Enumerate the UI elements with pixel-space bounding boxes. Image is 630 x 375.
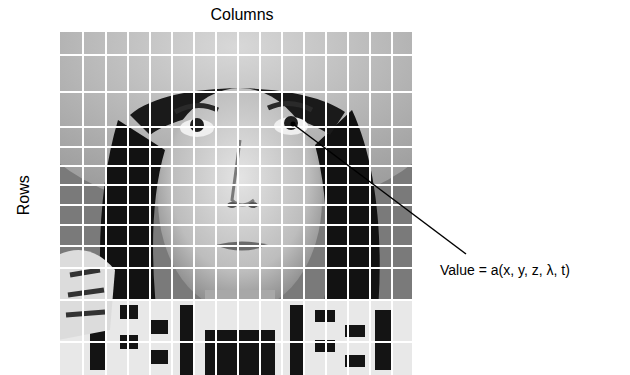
value-label: Value = a(x, y, z, λ, t) <box>440 262 570 278</box>
axis-label: Columns <box>210 6 273 24</box>
leader-line <box>293 124 466 254</box>
pixel-dot <box>291 122 296 127</box>
axis-label: Rows <box>15 175 33 215</box>
portrait-photo <box>58 30 414 375</box>
pixel-grid <box>58 30 414 375</box>
